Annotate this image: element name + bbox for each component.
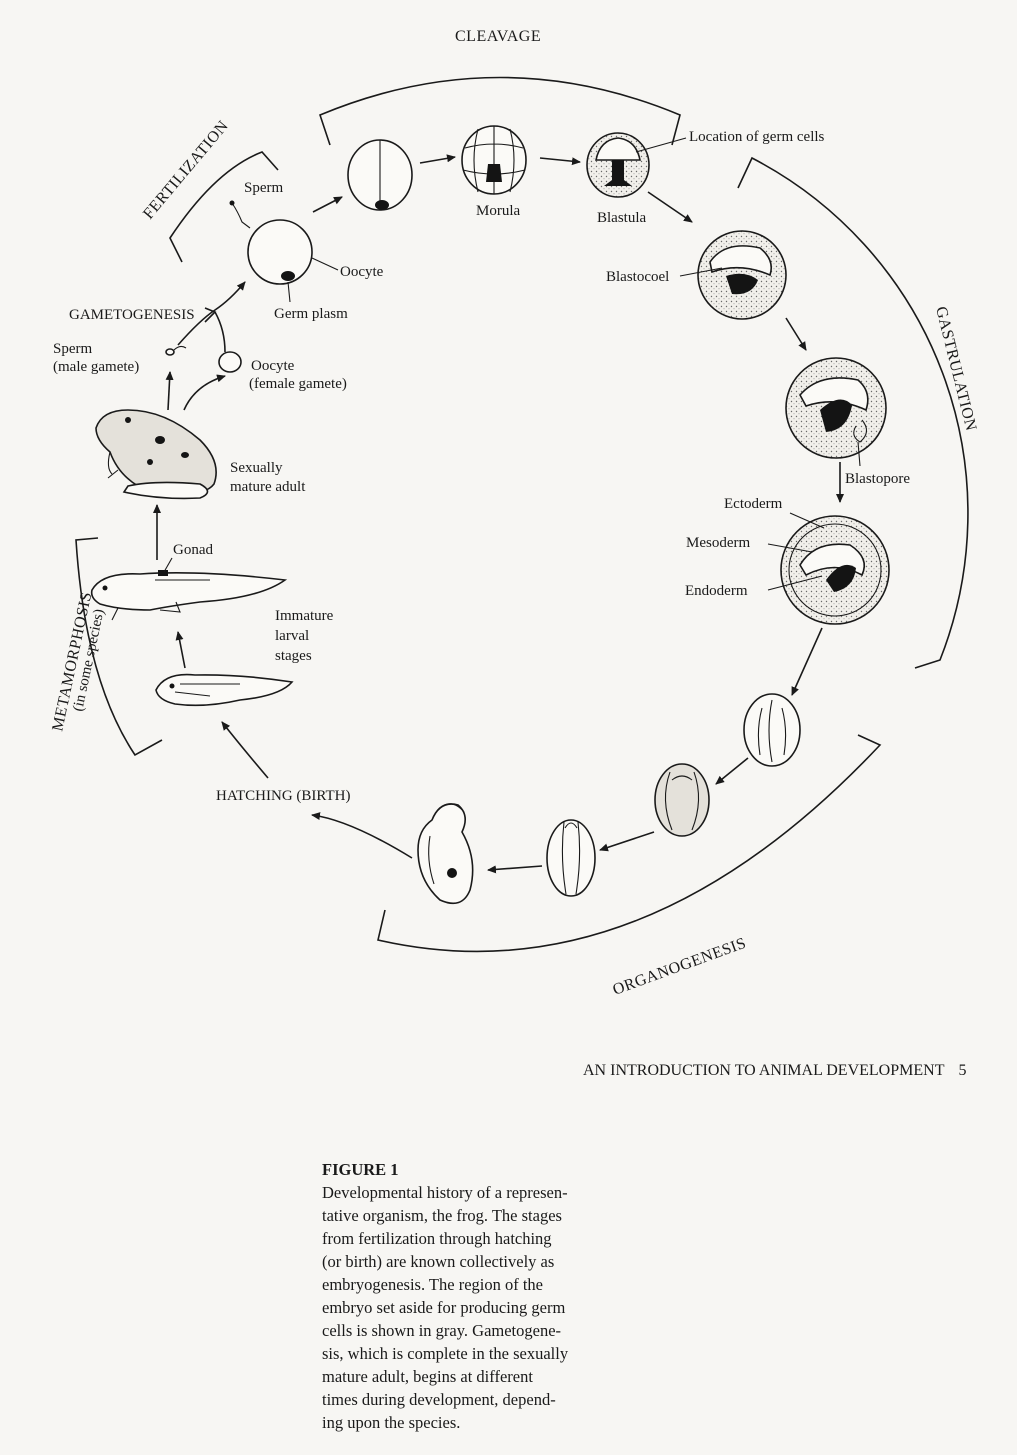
caption-line: cells is shown in gray. Gametogene- [322,1321,562,1340]
cleavage-label: CLEAVAGE [455,28,541,45]
running-footer: AN INTRODUCTION TO ANIMAL DEVELOPMENT 5 [583,1062,1017,1080]
cycle-arrows [153,154,844,874]
sperm-gamete-line-1: Sperm [53,341,92,357]
late-tadpole [90,570,288,621]
gastrulation-bracket [737,156,969,669]
larval-line-1: Immature [275,608,334,624]
blastocoel-label: Blastocoel [606,269,669,285]
larval-line-3: stages [275,648,312,664]
adult-frog [95,409,217,500]
fertilization-label: FERTILIZATION [140,118,232,223]
neurula-mid [654,763,710,837]
metamorphosis-bracket [75,537,163,757]
ectoderm-label: Ectoderm [724,496,783,512]
caption-line: embryo set aside for producing germ [322,1298,566,1317]
caption-line: (or birth) are known collectively as [322,1252,555,1271]
cleavage-bracket [319,76,681,146]
mesoderm-label: Mesoderm [686,535,750,551]
caption-line: ing upon the species. [322,1413,461,1432]
germ-plasm-label: Germ plasm [274,306,348,322]
sperm-label: Sperm [244,180,283,196]
running-head: AN INTRODUCTION TO ANIMAL DEVELOPMENT [583,1062,945,1079]
hatching-label: HATCHING (BIRTH) [216,788,351,804]
sperm-gamete-line-2: (male gamete) [53,359,139,375]
gametogenesis-label: GAMETOGENESIS [69,307,195,323]
endoderm-label: Endoderm [685,583,748,599]
caption-line: embryogenesis. The region of the [322,1275,544,1294]
oocyte-gamete-line-2: (female gamete) [249,376,347,392]
neurula-late [546,819,596,897]
caption-line: tative organism, the frog. The stages [322,1206,562,1225]
early-gastrula [697,230,787,320]
morula-label: Morula [476,203,521,219]
organogenesis-bracket [377,734,882,953]
larval-line-2: larval [275,628,309,644]
oocyte-gamete [218,351,242,373]
blastula-label: Blastula [597,210,647,226]
late-gastrula [780,515,890,625]
oocyte-gamete-line-1: Oocyte [251,358,295,374]
mid-gastrula [785,357,887,459]
oocyte-label: Oocyte [340,264,384,280]
organogenesis-label: ORGANOGENESIS [611,935,749,999]
morula-embryo [461,125,527,195]
figure-caption: FIGURE 1 Developmental history of a repr… [322,1158,652,1434]
caption-line: from fertilization through hatching [322,1229,552,1248]
figure-title: FIGURE 1 [322,1160,399,1179]
fertilization-bracket [169,151,279,263]
caption-line: Developmental history of a represen- [322,1183,568,1202]
page-number: 5 [958,1062,967,1079]
blastula-embryo [586,132,650,198]
germ-cells-label: Location of germ cells [689,129,825,145]
tailbud-embryo [417,803,474,905]
fertilized-oocyte [229,200,313,285]
caption-line: sis, which is complete in the sexually [322,1344,569,1363]
sperm-gamete [165,345,187,356]
early-tadpole [155,673,294,707]
neurula-early [743,693,801,767]
adult-line-1: Sexually [230,460,283,476]
gonad-label: Gonad [173,542,213,558]
caption-line: mature adult, begins at different [322,1367,533,1386]
caption-line: times during development, depend- [322,1390,556,1409]
blastopore-label: Blastopore [845,471,910,487]
adult-line-2: mature adult [230,479,306,495]
two-cell-embryo [347,139,413,211]
